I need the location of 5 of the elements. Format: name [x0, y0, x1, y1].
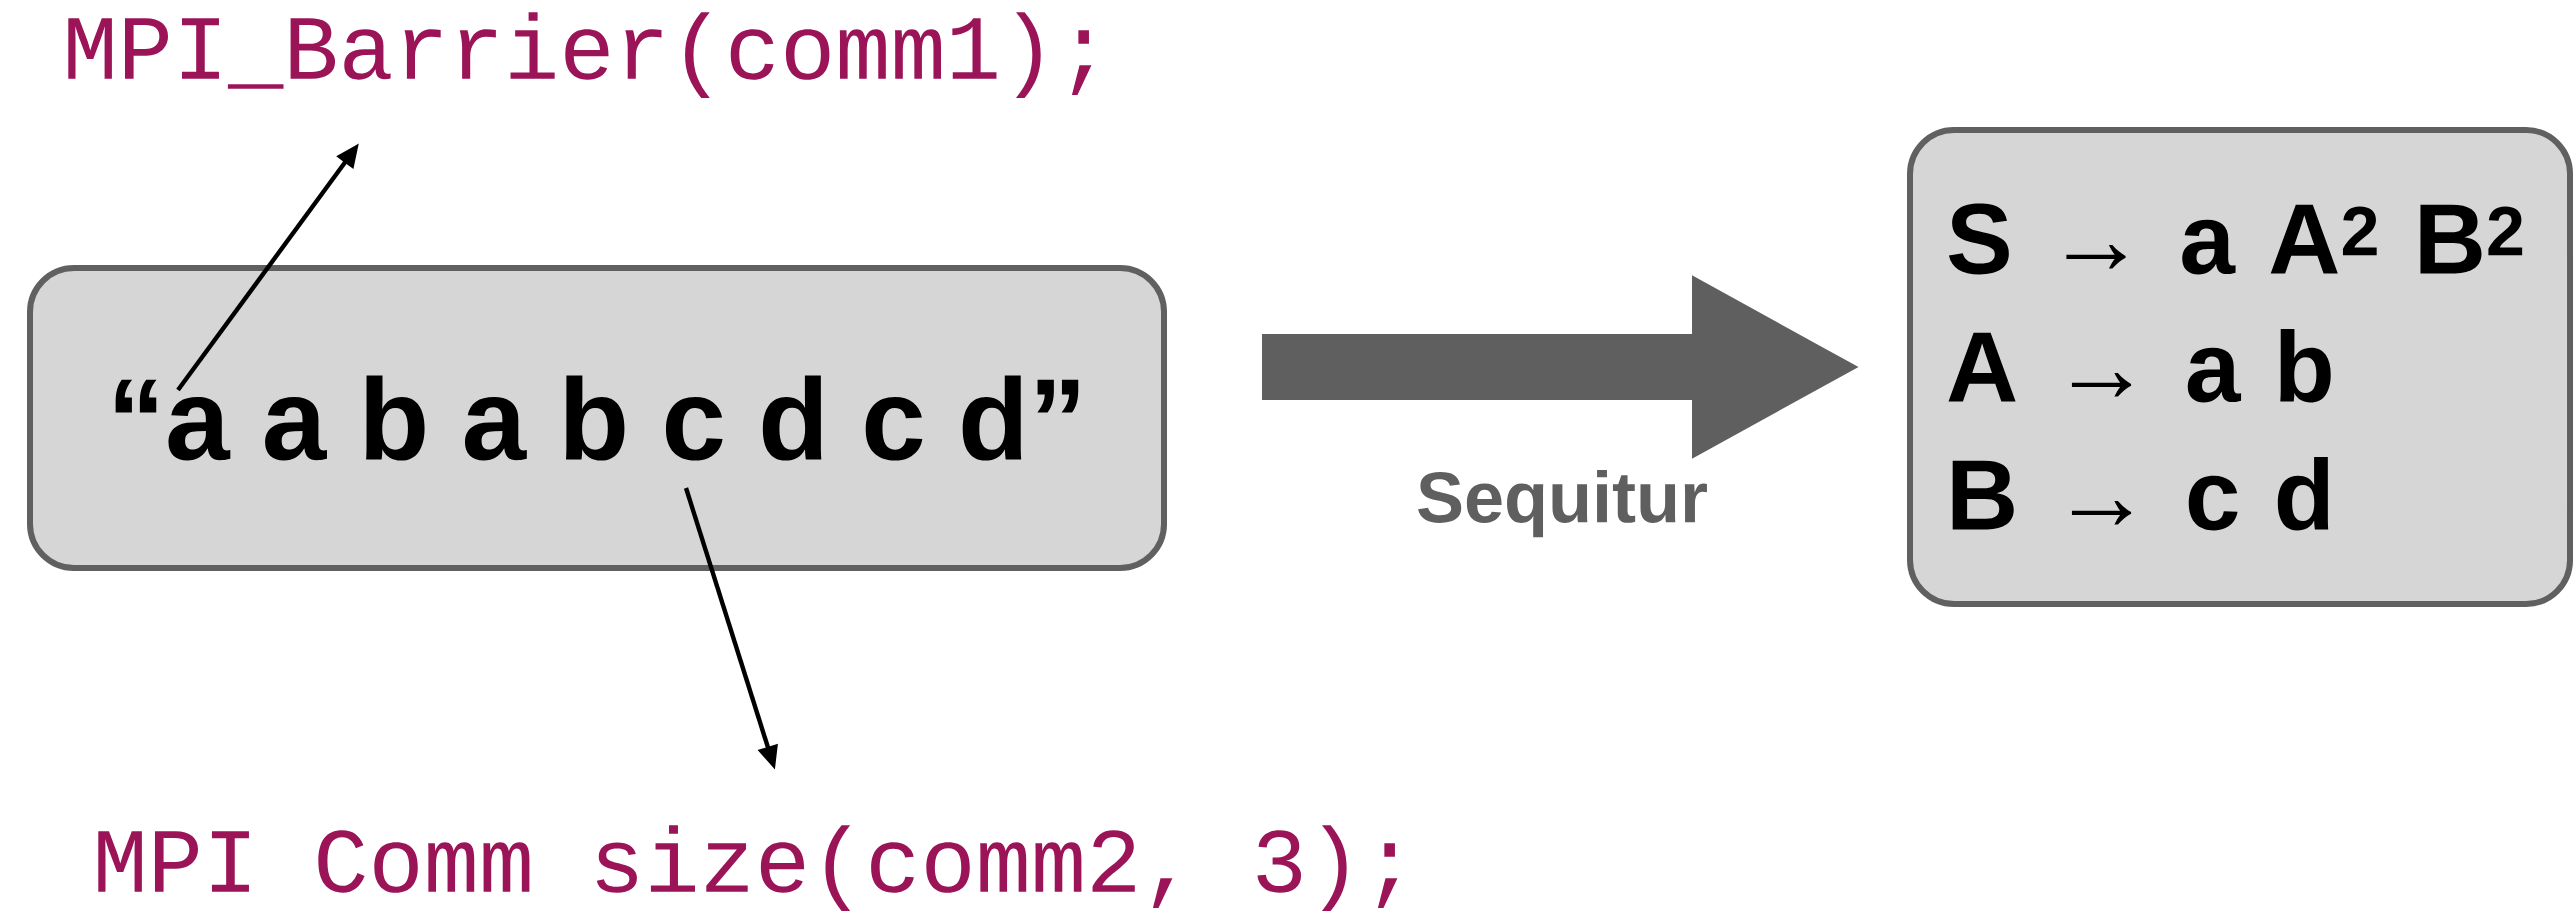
code-text: MPI_Barrier(comm1); [68, 12, 1092, 98]
code-text: MPI Comm size(comm2, 3); [98, 825, 1398, 911]
string-box: “a a b a b c d c d” [27, 265, 1167, 571]
grammar-box: S → a A$^{2}$ B$^{2}$ A → a b B → c d [1907, 127, 2574, 607]
edge-label: Sequitur [1418, 470, 1707, 538]
